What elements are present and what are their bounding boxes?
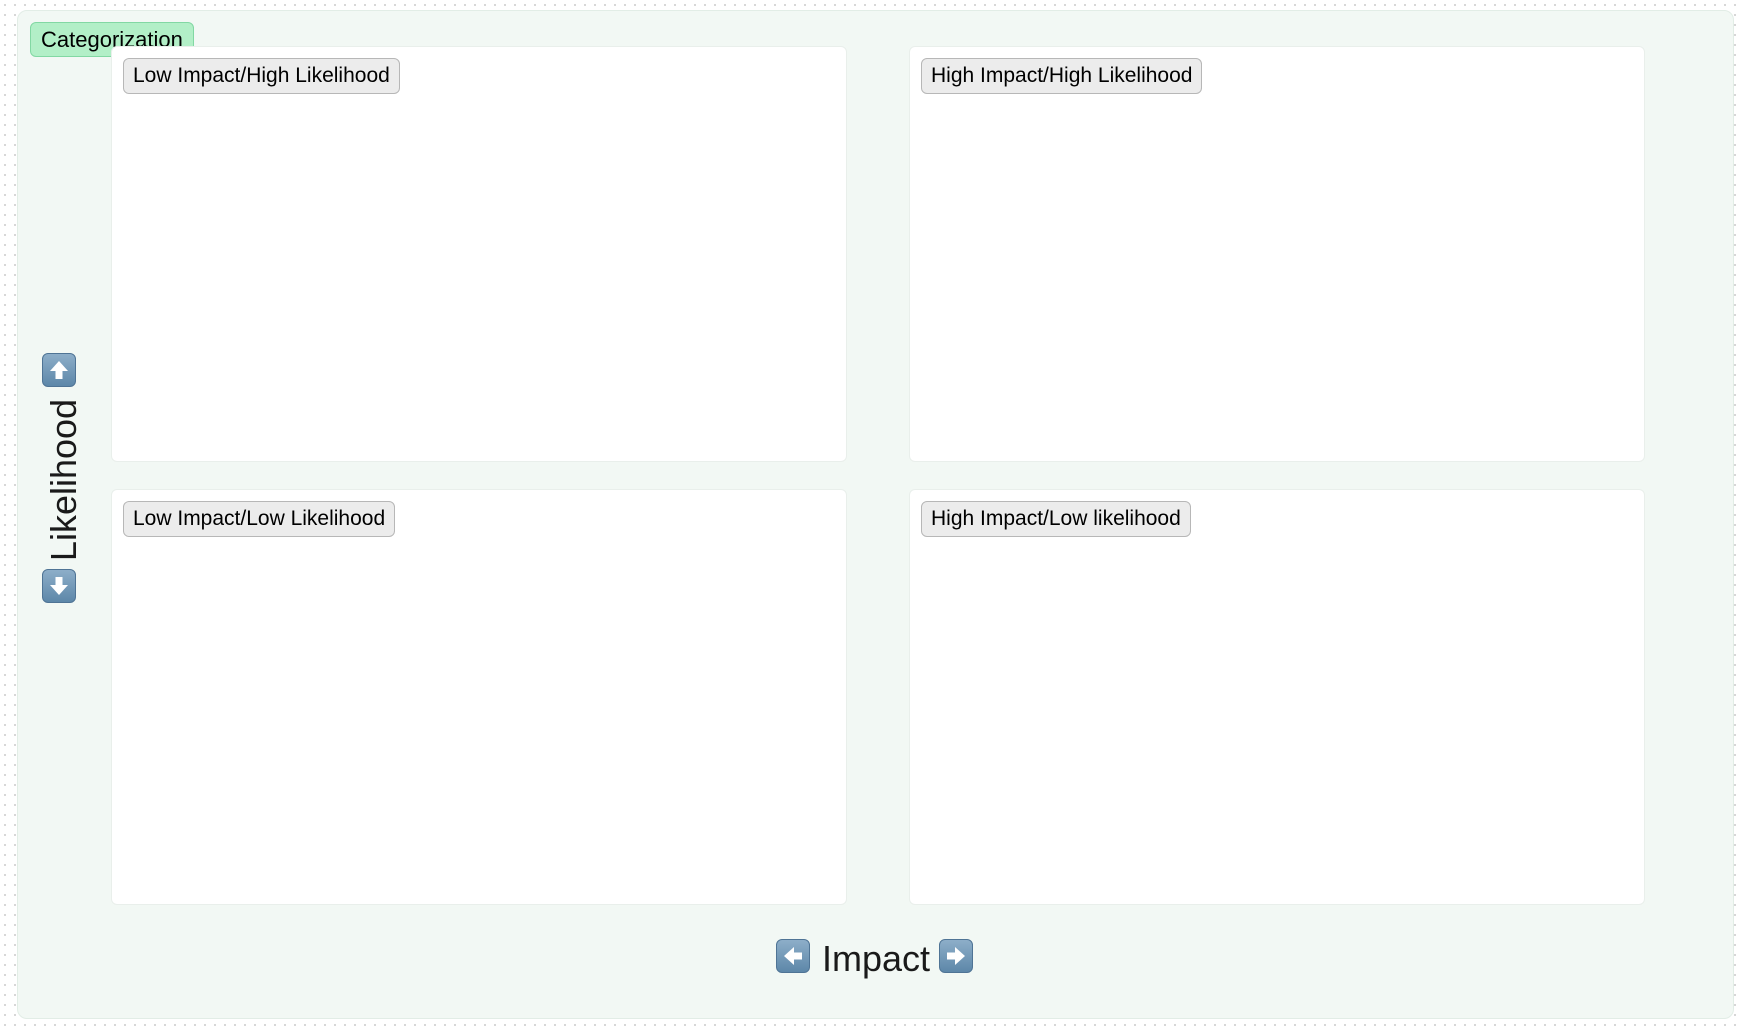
quadrant-label[interactable]: Low Impact/High Likelihood xyxy=(123,58,400,94)
likelihood-axis-label: Likelihood xyxy=(43,398,84,562)
up-arrow-icon xyxy=(42,353,76,387)
right-arrow-icon xyxy=(939,939,973,973)
left-arrow-icon-glyph xyxy=(784,947,802,965)
down-arrow-icon xyxy=(42,569,76,603)
down-arrow-icon-glyph xyxy=(50,577,68,595)
right-arrow-icon-glyph xyxy=(947,947,965,965)
quadrant-low-impact-high-likelihood[interactable]: Low Impact/High Likelihood xyxy=(111,46,847,462)
quadrant-high-impact-high-likelihood[interactable]: High Impact/High Likelihood xyxy=(909,46,1645,462)
quadrant-low-impact-low-likelihood[interactable]: Low Impact/Low Likelihood xyxy=(111,489,847,905)
up-arrow-icon-glyph xyxy=(50,361,68,379)
quadrant-label[interactable]: High Impact/Low likelihood xyxy=(921,501,1191,537)
quadrant-high-impact-low-likelihood[interactable]: High Impact/Low likelihood xyxy=(909,489,1645,905)
quadrant-label[interactable]: High Impact/High Likelihood xyxy=(921,58,1203,94)
categorization-frame[interactable]: Categorization Low Impact/High Likelihoo… xyxy=(17,10,1734,1019)
left-arrow-icon xyxy=(776,939,810,973)
quadrant-label[interactable]: Low Impact/Low Likelihood xyxy=(123,501,396,537)
impact-axis-label: Impact xyxy=(821,938,931,979)
